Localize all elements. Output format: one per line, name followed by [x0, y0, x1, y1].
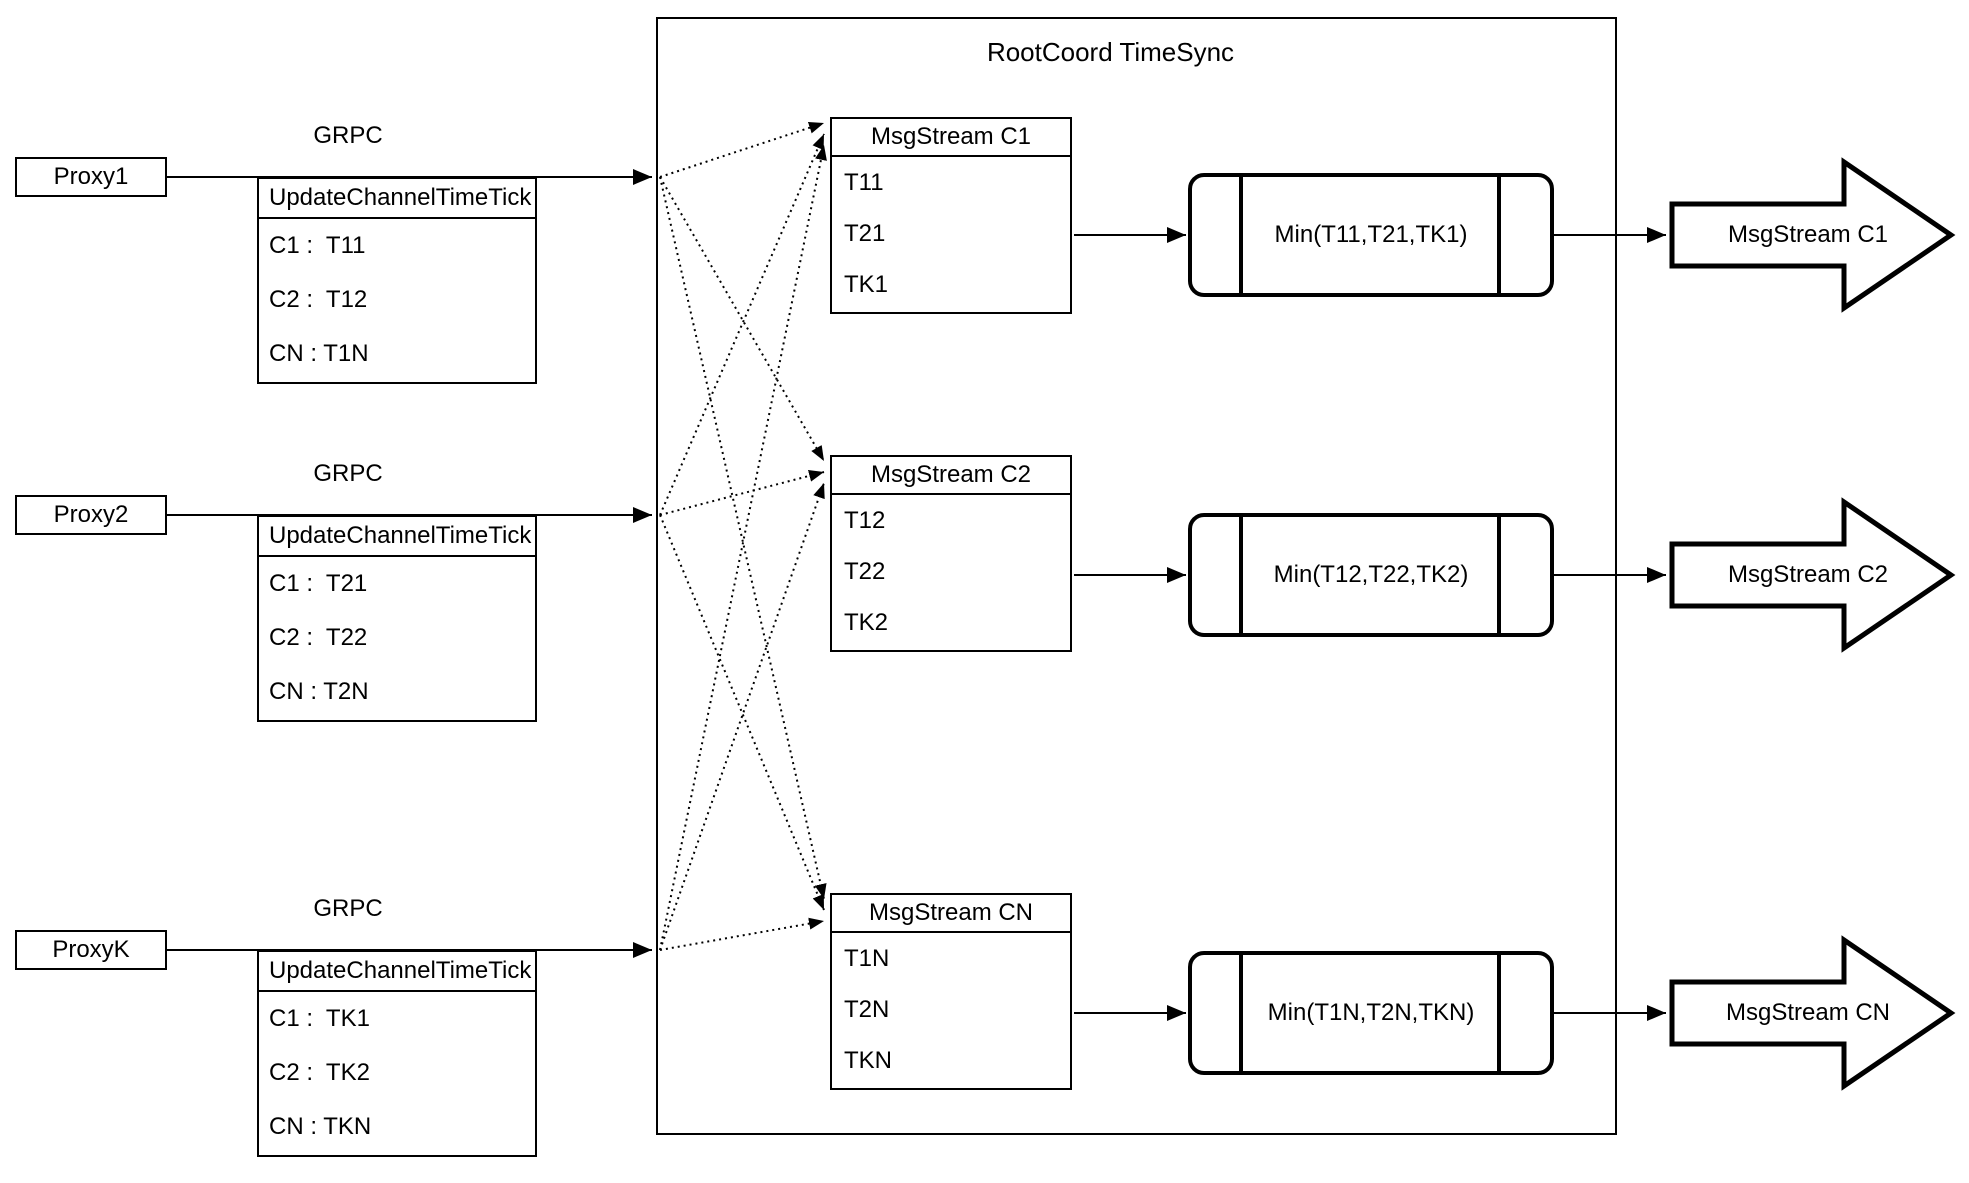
update-timetick-table-3: UpdateChannelTimeTick C1 : TK1 C2 : TK2 …	[257, 950, 537, 1157]
table-row: T22	[844, 557, 886, 585]
rootcoord-title: RootCoord TimeSync	[986, 37, 1235, 67]
table-header: UpdateChannelTimeTick	[259, 517, 535, 557]
msgstream-table-c2: MsgStream C2 T12 T22 TK2	[830, 455, 1072, 652]
update-timetick-table-1: UpdateChannelTimeTick C1 : T11 C2 : T12 …	[257, 177, 537, 384]
min-shape-1	[1188, 173, 1554, 297]
fanout-pk-c1	[659, 144, 827, 951]
min-op-label-3: Min(T1N,T2N,TKN)	[1267, 999, 1475, 1027]
min-shape-2	[1188, 513, 1554, 637]
fanout-p2-cn	[659, 514, 825, 911]
min-op-shapes	[1188, 173, 1554, 1075]
table-header: UpdateChannelTimeTick	[259, 179, 535, 219]
table-row: C2 : T22	[269, 624, 368, 652]
proxy-node-2: Proxy2	[15, 495, 167, 535]
msgstream-table-cn: MsgStream CN T1N T2N TKN	[830, 893, 1072, 1090]
proxy-label: Proxy2	[53, 501, 129, 529]
output-arrow-label-1: MsgStream C1	[1727, 221, 1889, 249]
fanout-p1-cn	[659, 176, 827, 900]
table-row: CN : T1N	[269, 340, 369, 368]
fanout-p2-c1	[659, 133, 825, 516]
proxy-label: Proxy1	[53, 163, 129, 191]
table-row: T11	[844, 168, 884, 196]
output-arrow-shape-1	[1669, 157, 1956, 313]
min-op-label-2: Min(T12,T22,TK2)	[1273, 561, 1469, 589]
fanout-pk-c2	[659, 482, 825, 951]
grpc-label-2: GRPC	[313, 460, 383, 487]
min-shape-3	[1188, 951, 1554, 1075]
table-row: T12	[844, 506, 886, 534]
output-arrow-label-3: MsgStream CN	[1725, 999, 1891, 1027]
proxy-node-k: ProxyK	[15, 930, 167, 970]
grpc-label-3: GRPC	[313, 895, 383, 922]
fanout-dotted-lines	[659, 121, 827, 951]
table-row: T1N	[844, 944, 890, 972]
table-row: T2N	[844, 995, 890, 1023]
table-row: TKN	[844, 1046, 892, 1074]
fanout-p1-c2	[659, 176, 825, 462]
output-arrow-shapes	[1669, 157, 1956, 1091]
table-header: MsgStream CN	[832, 895, 1070, 933]
table-row: C2 : T12	[269, 286, 368, 314]
proxy-label: ProxyK	[52, 936, 130, 964]
table-header: MsgStream C2	[832, 457, 1070, 495]
table-row: CN : TKN	[269, 1113, 372, 1141]
min-op-label-1: Min(T11,T21,TK1)	[1274, 221, 1468, 249]
output-arrow-shape-3	[1669, 935, 1956, 1091]
table-row: C1 : TK1	[269, 1005, 370, 1033]
output-arrow-label-2: MsgStream C2	[1727, 561, 1889, 589]
table-row: C1 : T21	[269, 570, 368, 598]
msgstream-table-c1: MsgStream C1 T11 T21 TK1	[830, 117, 1072, 314]
table-row: C1 : T11	[269, 232, 366, 260]
table-row: C2 : TK2	[269, 1059, 370, 1087]
stream-to-min-connectors	[1074, 227, 1186, 1021]
fanout-pk-cn	[659, 917, 825, 951]
table-header: UpdateChannelTimeTick	[259, 952, 535, 992]
min-to-output-connectors	[1554, 227, 1666, 1021]
table-row: T21	[844, 219, 886, 247]
proxy-node-1: Proxy1	[15, 157, 167, 197]
fanout-p2-c2	[659, 470, 825, 516]
fanout-p1-c1	[659, 121, 825, 178]
table-row: CN : T2N	[269, 678, 369, 706]
grpc-label-1: GRPC	[313, 122, 383, 149]
table-header: MsgStream C1	[832, 119, 1070, 157]
table-row: TK1	[844, 270, 889, 298]
update-timetick-table-2: UpdateChannelTimeTick C1 : T21 C2 : T22 …	[257, 515, 537, 722]
output-arrow-shape-2	[1669, 497, 1956, 653]
table-row: TK2	[844, 608, 889, 636]
